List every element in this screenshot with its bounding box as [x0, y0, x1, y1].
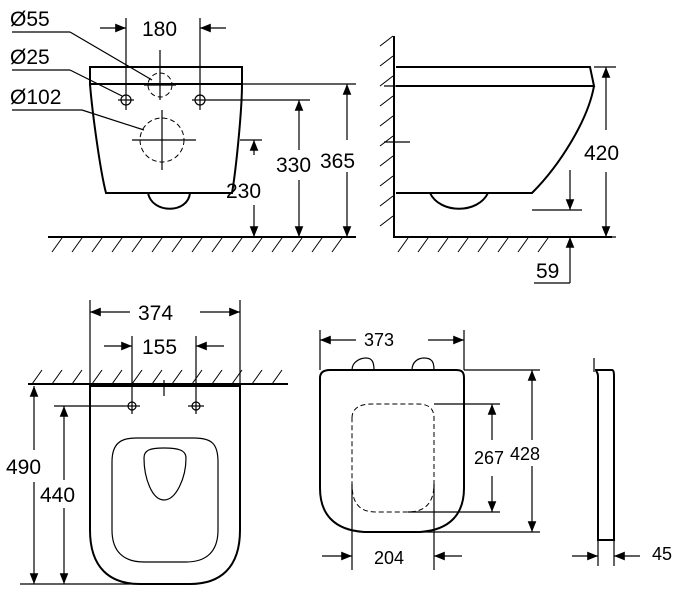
seat-view: 373 428 267 204 — [319, 330, 540, 570]
top-view: 374 155 490 440 — [6, 300, 288, 585]
dim-420: 420 — [584, 142, 619, 165]
dim-428: 428 — [510, 444, 540, 464]
dim-440: 440 — [40, 484, 75, 507]
dim-180: 180 — [142, 18, 177, 41]
top-bowl-outline — [89, 380, 241, 585]
side-bowl-profile — [384, 66, 596, 210]
front-bowl-outline — [89, 66, 243, 210]
side-floor-hatch — [394, 236, 612, 253]
dim-dia-55: Ø55 — [10, 8, 50, 31]
seat-side-profile — [593, 358, 615, 566]
front-view: 180 Ø55 Ø25 Ø102 230 330 365 — [10, 8, 356, 253]
dim-59: 59 — [536, 260, 559, 283]
dim-373: 373 — [364, 330, 394, 350]
dim-dia-25: Ø25 — [10, 46, 50, 69]
front-hole-25-left — [118, 94, 134, 106]
dim-267: 267 — [474, 448, 504, 468]
front-floor-hatch — [48, 236, 356, 253]
dim-dia-102: Ø102 — [10, 86, 61, 109]
seat-outline — [319, 357, 465, 533]
side-view: 420 59 — [379, 35, 619, 284]
top-hole-right — [188, 398, 204, 414]
front-hole-55 — [144, 72, 176, 98]
seat-side-view: 45 — [572, 358, 672, 566]
dim-45: 45 — [652, 544, 672, 564]
dim-230: 230 — [226, 180, 261, 203]
dim-155: 155 — [142, 336, 177, 359]
side-wall-hatch — [379, 35, 395, 238]
top-hole-left — [124, 398, 140, 414]
dim-204: 204 — [374, 548, 404, 568]
dim-365: 365 — [320, 150, 355, 173]
top-wall-hatch — [28, 369, 288, 385]
dim-490: 490 — [6, 456, 41, 479]
front-hole-25-right — [192, 94, 208, 106]
front-hole-102 — [132, 110, 196, 170]
dim-374: 374 — [138, 302, 173, 325]
dim-330: 330 — [276, 154, 311, 177]
